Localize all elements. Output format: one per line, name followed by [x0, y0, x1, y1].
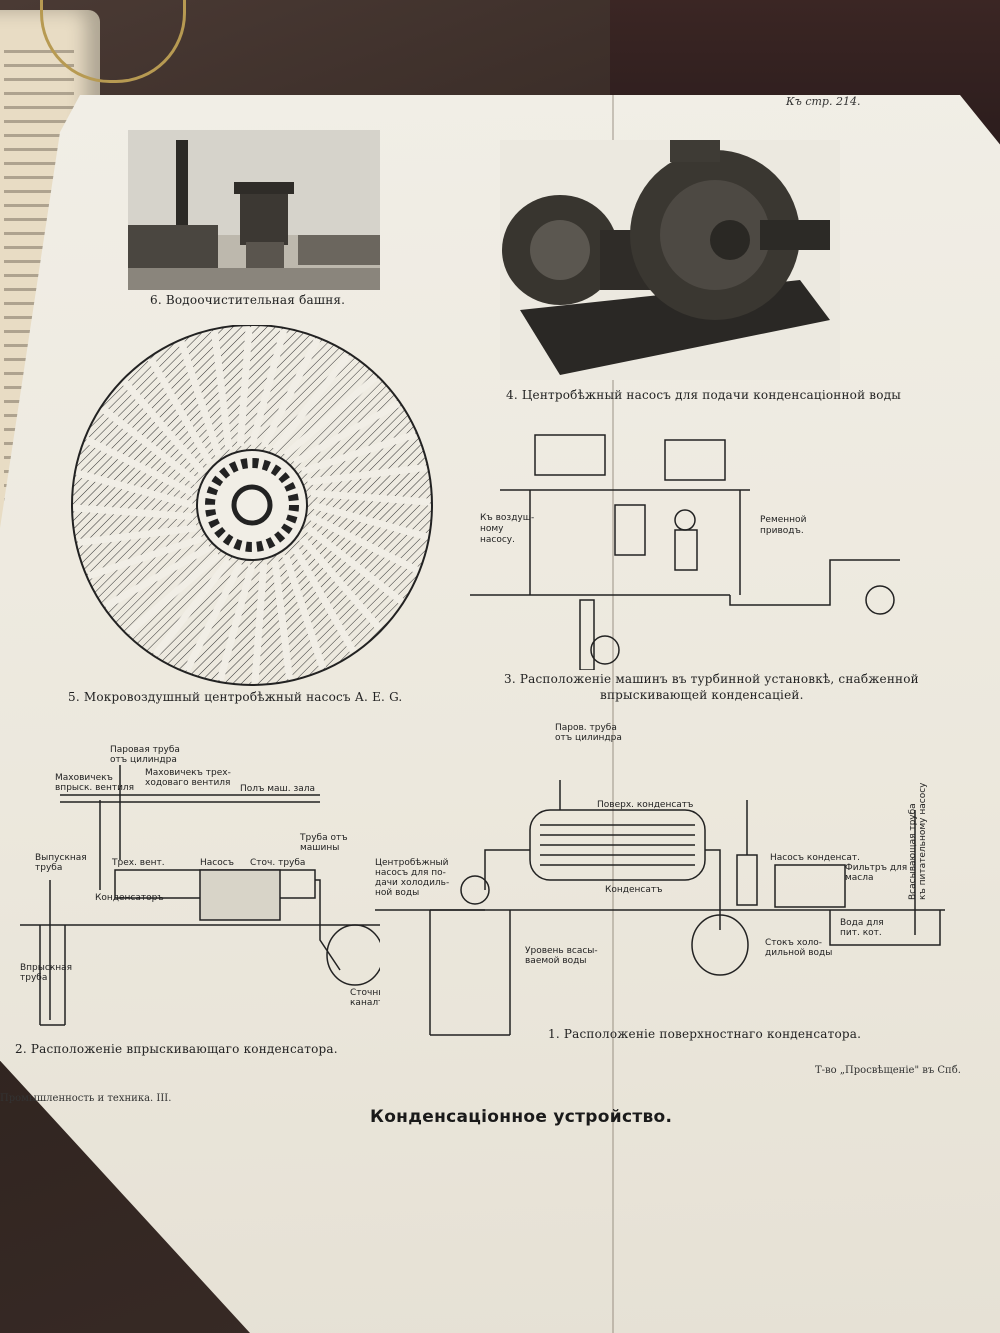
wheel-spoke [183, 562, 244, 673]
wheel-spoke [311, 501, 429, 541]
fig1-caption: 1. Расположеніе поверхностнаго конденсат… [548, 1027, 862, 1041]
fig5-caption: 5. Мокровоздушный центробѣжный насосъ А.… [68, 690, 403, 704]
wheel-spoke [282, 553, 327, 670]
wheel-spoke [248, 328, 288, 446]
wheel-spoke [77, 524, 197, 547]
wheel-spoke [210, 330, 233, 450]
fig1-label-level: Уровень всасы-ваемой воды [525, 946, 598, 966]
wheel-spoke [73, 504, 194, 521]
fig1-label-drain: Стокъ холо-дильной воды [765, 938, 832, 958]
wheel-spoke [75, 469, 193, 509]
fig3-caption-line1: 3. Расположеніе машинъ въ турбинной уста… [504, 672, 919, 686]
wheel-spoke [310, 489, 431, 506]
fig4-caption: 4. Центробѣжный насосъ для подачи конден… [506, 388, 902, 402]
wheel-spoke [299, 536, 383, 632]
wheel-spoke [300, 430, 417, 475]
fig2-label-drain-pipe: Сточ. труба [250, 858, 305, 868]
fig2-caption: 2. Расположеніе впрыскивающаго конденсат… [15, 1042, 338, 1056]
wheel-spoke [125, 552, 221, 636]
wheel-spoke [309, 513, 420, 574]
wheel-spoke [260, 337, 321, 448]
wheel-spoke [272, 353, 352, 452]
wheel-spoke [251, 563, 268, 684]
wheel-spoke [292, 400, 401, 466]
wheel-spoke [283, 374, 379, 458]
paper-fold-line [612, 95, 614, 1333]
wheel-spoke [216, 564, 256, 682]
publisher-note: Т-во „Просвѣщеніе" въ Спб. [815, 1065, 961, 1076]
wheel-spoke [87, 535, 204, 580]
fig2-label-valve3: Маховичекъ трех-ходоваго вентиля [145, 768, 231, 788]
fig1-label-condensate: Конденсатъ [605, 885, 663, 895]
fig2-label-pump: Насосъ [200, 858, 234, 868]
wheel-spoke [152, 558, 232, 657]
wheel-spoke [147, 356, 213, 465]
fig2-label-floor: Полъ маш. зала [240, 784, 315, 794]
wheel-spoke [121, 378, 205, 474]
wheel-spoke [103, 544, 212, 610]
fig1-label-surface-cond: Поверх. конденсатъ [597, 800, 693, 810]
fig6-caption: 6. Водоочистительная башня. [150, 293, 346, 307]
wheel-spoke [236, 326, 253, 447]
wheel-spoke [307, 463, 427, 486]
page-reference: Къ стр. 214. [786, 95, 861, 108]
wheel-spokes [73, 326, 431, 684]
wheel-spoke [271, 560, 294, 680]
fig1-label-suction: Всасывающая трубакъ питательному насосу [908, 782, 928, 900]
fig2-label-three-way: Трех. вент. [111, 858, 165, 868]
wheel-spoke [177, 340, 222, 457]
wheel-spoke [291, 545, 357, 654]
plate-title: Конденсаціонное устройство. [370, 1107, 673, 1127]
fig5-pump-wheel-drawing [71, 325, 433, 686]
wheel-spoke [100, 405, 199, 485]
fig3-caption-line2: впрыскивающей конденсаціей. [600, 688, 804, 702]
fig6-water-tower-photo [128, 130, 380, 290]
fig2-label-drain-channel: Сточныйканалъ [350, 988, 380, 1008]
wheel-spoke [305, 525, 404, 605]
fig1-label-cond-pump: Насосъ конденсат. [770, 853, 860, 863]
fig2-label-condenser: Конденсаторъ [95, 893, 164, 903]
fig4-pump-photo [500, 140, 840, 380]
wheel-spoke [84, 436, 195, 497]
series-note: Промышленность и техника. III. [0, 1093, 172, 1104]
